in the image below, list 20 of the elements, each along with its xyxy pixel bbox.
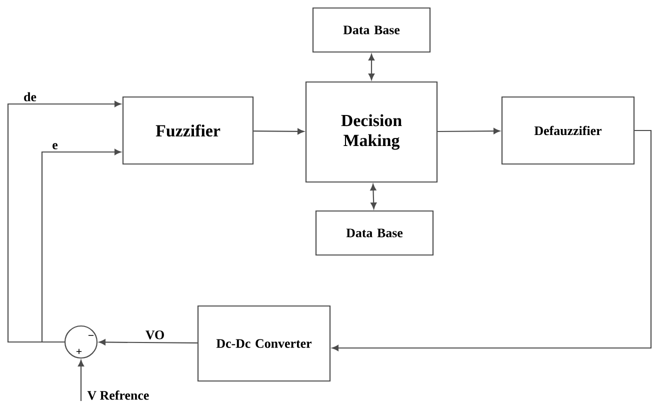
edge-label: de [22,91,38,102]
edge-label: VO [144,330,166,340]
converter-box: Dc-Dc Converter [197,305,331,382]
input-label: V Refrence [87,390,149,400]
summing-junction: − + [64,325,98,359]
process-box: Defauzzifier [501,96,635,165]
arrow [370,184,377,210]
arrow [98,339,198,346]
arrow [368,54,374,80]
edge-label: e [51,142,59,150]
database-box: Data Base [312,7,431,53]
process-box: Decision Making [305,81,438,183]
arrow [254,128,304,134]
arrow [78,360,84,401]
arrow [332,130,652,351]
arrow [438,128,500,134]
process-box: Fuzzifier [122,96,254,165]
arrow [7,101,122,343]
database-box: Data Base [315,210,434,256]
arrow [41,149,122,343]
